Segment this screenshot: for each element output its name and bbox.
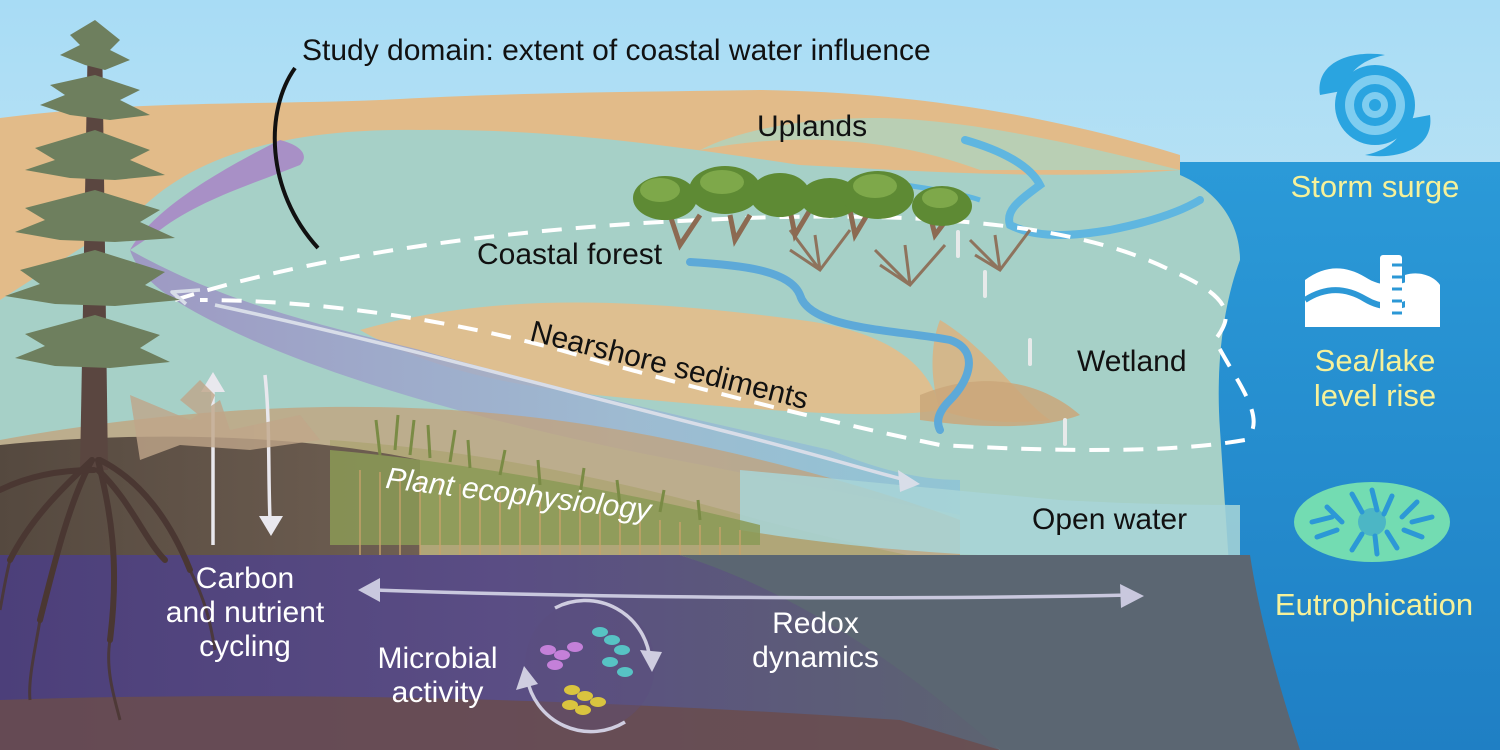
uplands-label: Uplands — [757, 110, 868, 143]
conifer-tree-icon — [0, 20, 217, 721]
marsh-grass-icon — [330, 414, 760, 555]
open-water-label: Open water — [1032, 503, 1188, 536]
redox-dynamics-label: Redox dynamics — [752, 607, 879, 674]
storm-surge-label: Storm surge — [1290, 169, 1460, 204]
wetland-label: Wetland — [1077, 345, 1187, 378]
algae-icon — [1294, 482, 1450, 562]
coastal-forest-label: Coastal forest — [477, 238, 663, 271]
carbon-cycling-label: Carbon and nutrient cycling — [165, 562, 325, 663]
microbial-activity-cycle — [516, 598, 662, 734]
storm-icon — [1319, 53, 1431, 157]
study-domain-label: Study domain: extent of coastal water in… — [302, 34, 931, 67]
microbial-activity-label: Microbial activity — [377, 642, 498, 709]
eutrophication-label: Eutrophication — [1274, 587, 1474, 622]
dead-tree-icon — [130, 380, 320, 460]
coastal-forest-trees — [633, 166, 1032, 287]
sea-level-rise-icon — [1303, 255, 1440, 327]
sea-level-rise-label: Sea/lake level rise — [1313, 343, 1437, 414]
